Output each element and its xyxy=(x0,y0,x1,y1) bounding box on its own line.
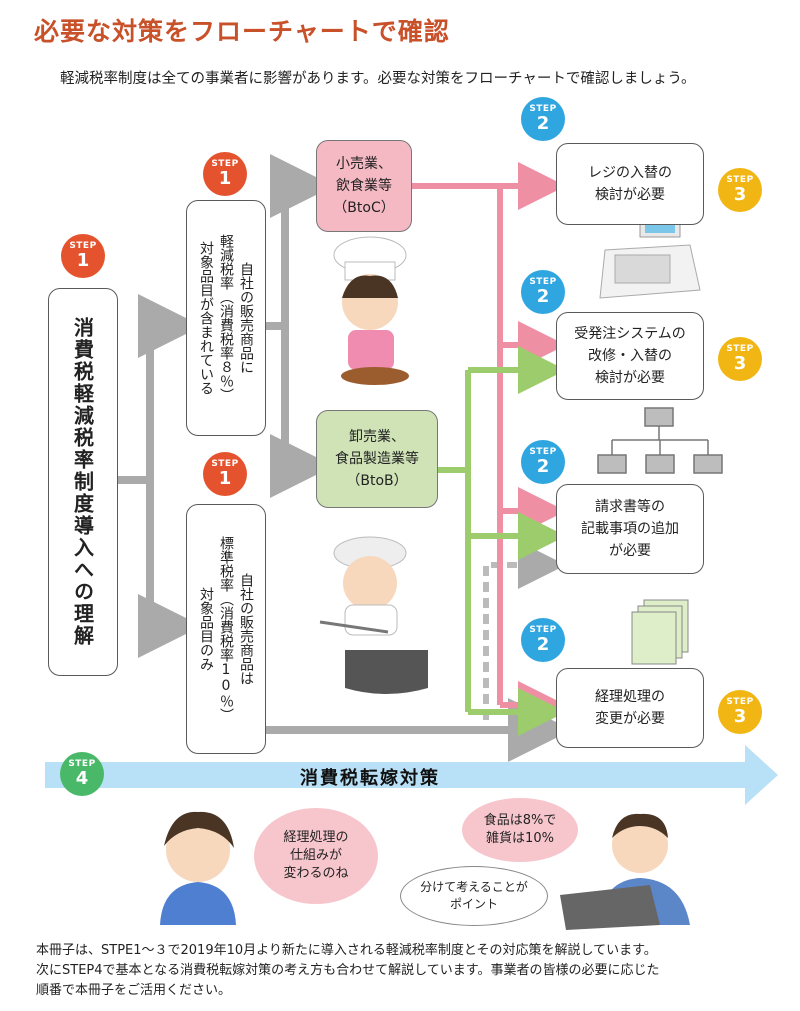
thought-bubble-line2: ポイント xyxy=(449,897,498,911)
footer-text: 本冊子は、STPE1～３で2019年10月より新たに導入される軽減税率制度とその… xyxy=(36,941,776,1001)
step4-badge: STEP 4 xyxy=(60,752,104,796)
footer-line2: 次にSTEP4で基本となる消費税転嫁対策の考え方も合わせて解説しています。事業者… xyxy=(36,963,660,978)
step-number: 1 xyxy=(218,468,232,489)
invoice-line2: 記載事項の追加 xyxy=(581,521,679,537)
documents-illustration xyxy=(631,599,689,665)
ordering-line3: 検討が必要 xyxy=(595,370,665,386)
step1-upper-line2: 軽減税率（消費税率８％） xyxy=(218,234,234,402)
step1-lower-line1: 自社の販売商品は xyxy=(238,573,254,685)
invoice-line1: 請求書等の xyxy=(595,499,665,515)
step3-badge-accounting: STEP 3 xyxy=(718,690,762,734)
main-box-understanding: 消費税軽減税率制度導入への理解 xyxy=(48,288,118,676)
man-bubble-line2: 雑貨は10% xyxy=(486,831,554,846)
retail-line1: 小売業、 xyxy=(336,156,392,172)
register-line2: 検討が必要 xyxy=(595,187,665,203)
step1-lower-line3: 対象品目のみ xyxy=(198,587,214,671)
step3-badge-ordering: STEP 3 xyxy=(718,337,762,381)
intro-text: 軽減税率制度は全ての事業者に影響があります。必要な対策をフローチャートで確認しま… xyxy=(60,71,696,87)
step4-arrow-band xyxy=(45,745,778,805)
step-number: 3 xyxy=(733,353,747,374)
network-illustration xyxy=(597,407,723,474)
invoice-line3: が必要 xyxy=(609,543,651,559)
man-bubble-line1: 食品は8%で xyxy=(483,813,557,828)
step1-upper-line3: 対象品目が含まれている xyxy=(198,241,214,395)
step1-lower-box: 自社の販売商品は 標準税率（消費税率10％） 対象品目のみ xyxy=(186,504,266,754)
step1-badge-lower: STEP 1 xyxy=(203,452,247,496)
woman-illustration xyxy=(160,811,236,925)
accounting-line1: 経理処理の xyxy=(595,689,665,705)
step-number: 4 xyxy=(75,768,89,789)
step-label: STEP xyxy=(211,159,239,169)
man-illustration xyxy=(560,813,690,930)
step-label: STEP xyxy=(211,459,239,469)
retail-line2: 飲食業等 xyxy=(336,178,392,194)
step2-badge-register: STEP 2 xyxy=(521,97,565,141)
step-number: 1 xyxy=(218,168,232,189)
ordering-line2: 改修・入替の xyxy=(588,348,672,364)
step1-badge-upper: STEP 1 xyxy=(203,152,247,196)
man-speech-bubble: 食品は8%で 雑貨は10% xyxy=(462,798,578,862)
step-label: STEP xyxy=(68,759,96,769)
wholesale-line3: （BtoB） xyxy=(346,473,408,489)
cash-register-illustration xyxy=(599,214,701,299)
footer-line1: 本冊子は、STPE1～３で2019年10月より新たに導入される軽減税率制度とその… xyxy=(36,943,657,958)
cook-illustration xyxy=(319,536,428,694)
woman-bubble-line1: 経理処理の xyxy=(283,830,349,845)
step-label: STEP xyxy=(726,175,754,185)
step-number: 2 xyxy=(536,113,550,134)
step-number: 1 xyxy=(76,250,90,271)
step-label: STEP xyxy=(529,447,557,457)
outcome-accounting-box: 経理処理の 変更が必要 xyxy=(556,668,704,748)
step-label: STEP xyxy=(529,104,557,114)
outcome-invoice-box: 請求書等の 記載事項の追加 が必要 xyxy=(556,484,704,574)
step2-badge-accounting: STEP 2 xyxy=(521,618,565,662)
retail-line3: （BtoC） xyxy=(333,200,395,216)
step1-upper-line1: 自社の販売商品に xyxy=(238,262,254,374)
page-title: 必要な対策をフローチャートで確認 xyxy=(34,17,450,46)
wholesale-line2: 食品製造業等 xyxy=(335,451,419,467)
woman-bubble-line3: 変わるのね xyxy=(283,866,349,881)
step1-lower-line2: 標準税率（消費税率10％） xyxy=(218,536,234,722)
thought-bubble-line1: 分けて考えることが xyxy=(420,880,528,894)
step2-badge-ordering: STEP 2 xyxy=(521,270,565,314)
step1-upper-box: 自社の販売商品に 軽減税率（消費税率８％） 対象品目が含まれている xyxy=(186,200,266,436)
retail-box: 小売業、 飲食業等 （BtoC） xyxy=(316,140,412,232)
outcome-register-box: レジの入替の 検討が必要 xyxy=(556,143,704,225)
step-label: STEP xyxy=(69,241,97,251)
step-label: STEP xyxy=(529,625,557,635)
step-number: 2 xyxy=(536,456,550,477)
step1-badge-main: STEP 1 xyxy=(61,234,105,278)
register-line1: レジの入替の xyxy=(588,165,672,181)
step-number: 3 xyxy=(733,184,747,205)
woman-speech-bubble: 経理処理の 仕組みが 変わるのね xyxy=(254,808,378,904)
ordering-line1: 受発注システムの xyxy=(574,326,686,342)
step3-badge-register: STEP 3 xyxy=(718,168,762,212)
step4-arrow-label: 消費税転嫁対策 xyxy=(300,768,440,789)
step-label: STEP xyxy=(726,344,754,354)
main-box-text: 消費税軽減税率制度導入への理解 xyxy=(70,317,95,647)
woman-bubble-line2: 仕組みが xyxy=(289,848,342,863)
step-number: 3 xyxy=(733,706,747,727)
wholesale-box: 卸売業、 食品製造業等 （BtoB） xyxy=(316,410,438,508)
thought-bubble: 分けて考えることが ポイント xyxy=(400,866,548,926)
step-label: STEP xyxy=(529,277,557,287)
step-number: 2 xyxy=(536,286,550,307)
baker-illustration xyxy=(333,236,409,385)
step-label: STEP xyxy=(726,697,754,707)
step2-badge-invoice: STEP 2 xyxy=(521,440,565,484)
footer-line3: 順番で本冊子をご活用ください。 xyxy=(36,983,232,998)
accounting-line2: 変更が必要 xyxy=(595,711,665,727)
outcome-ordering-box: 受発注システムの 改修・入替の 検討が必要 xyxy=(556,312,704,400)
wholesale-line1: 卸売業、 xyxy=(349,429,405,445)
step-number: 2 xyxy=(536,634,550,655)
